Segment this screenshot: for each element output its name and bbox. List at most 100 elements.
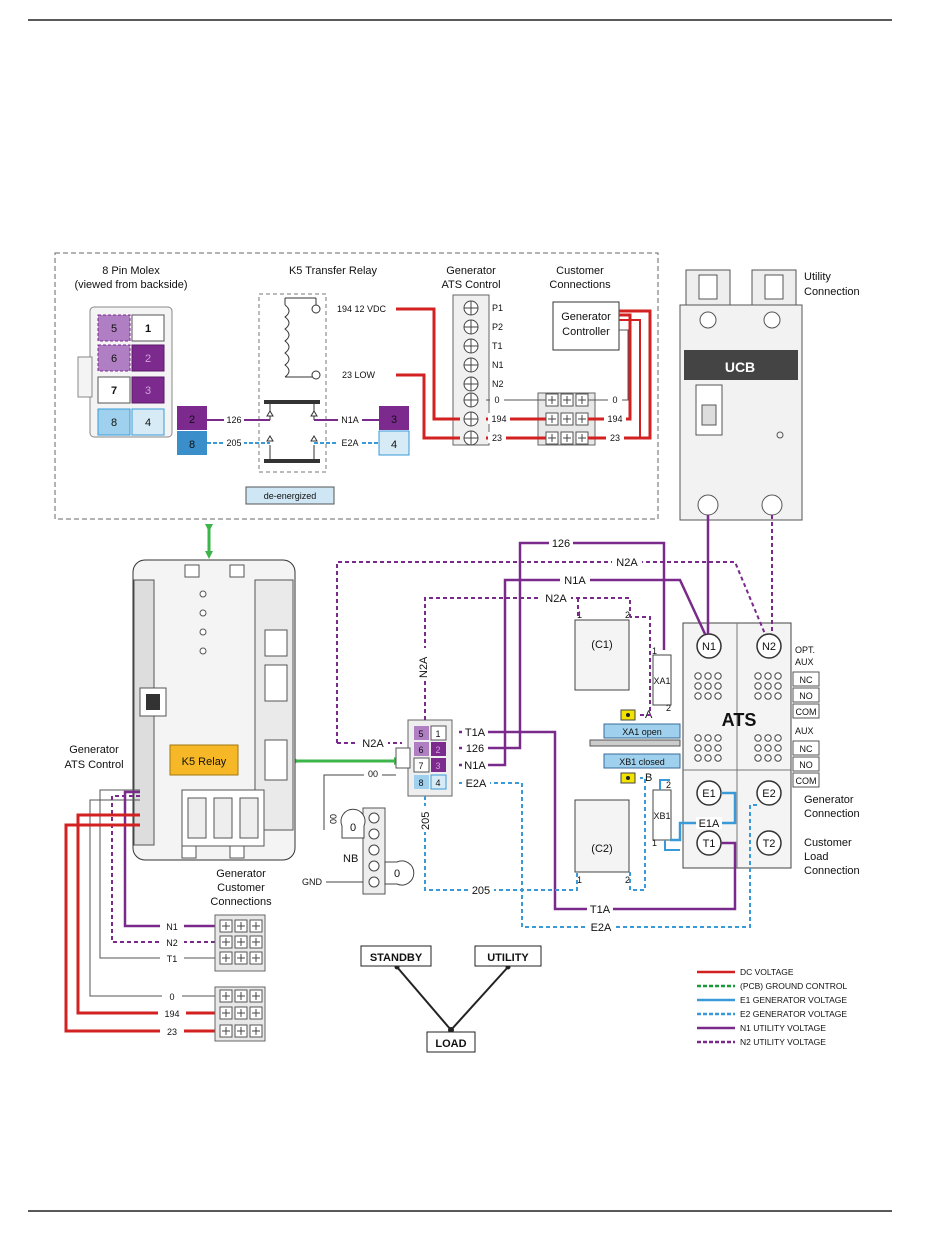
k5-pin: 4	[391, 439, 397, 451]
aux-nc: NC	[800, 675, 813, 685]
controller-board: K5 Relay Generator ATS Control Generator…	[64, 559, 296, 908]
aux-com: COM	[796, 707, 817, 717]
xa1-state: XA1 open	[622, 727, 662, 737]
terminal-label: T1	[492, 341, 503, 351]
wire-label-e1a: E1A	[699, 818, 720, 830]
xa1-label: XA1	[653, 676, 670, 686]
load-connection-label: Load	[804, 851, 828, 863]
ats-terminal-e1: E1	[702, 788, 715, 800]
legend-label: (PCB) GROUND CONTROL	[740, 981, 847, 991]
switch-b-label: B	[645, 772, 652, 784]
board-ats-label: ATS Control	[64, 759, 123, 771]
terminal-wire-labels: 0 194 23 0 194 23	[488, 394, 626, 443]
power-wire-labels: 126 N2A N1A N2A N2A N2A T1A 126 N1A E2A …	[358, 537, 722, 934]
wire-label-23: 23	[492, 433, 502, 443]
ats-terminal-n1: N1	[702, 641, 716, 653]
gnd-label: GND	[302, 877, 323, 887]
contact-pin: 1	[577, 875, 582, 885]
wire-label-194: 194	[607, 414, 622, 424]
wire-label-e2a: E2A	[591, 922, 612, 934]
xb1-state: XB1 closed	[619, 757, 665, 767]
wire-label-n1a: N1A	[564, 575, 586, 587]
ats-terminal-e2: E2	[762, 788, 775, 800]
customer-connections-top: Customer Connections Generator Controlle…	[537, 265, 620, 446]
wire-label-n2a: N2A	[418, 656, 430, 678]
opt-aux-label: AUX	[795, 657, 814, 667]
contact-pin: 1	[577, 610, 582, 620]
k5-pin: 2	[189, 414, 195, 426]
nb-hole: 0	[394, 868, 400, 880]
ucb-label: UCB	[725, 359, 755, 375]
load-connection-label: Connection	[804, 865, 860, 877]
c2-label: (C2)	[591, 843, 612, 855]
terminal-label: 0	[169, 992, 174, 1002]
ats-control-title: Generator	[446, 265, 496, 277]
ats-label: ATS	[722, 710, 757, 730]
wire-label-e2a: E2A	[341, 438, 358, 448]
board-customer-label: Customer	[217, 882, 265, 894]
c1-label: (C1)	[591, 639, 612, 651]
coil-top-label: 194 12 VDC	[337, 304, 387, 314]
wire-legend: DC VOLTAGE (PCB) GROUND CONTROL E1 GENERAT…	[697, 967, 847, 1047]
terminal-label: N1	[492, 360, 504, 370]
legend-label: DC VOLTAGE	[740, 967, 794, 977]
aux-nc: NC	[800, 744, 813, 754]
molex-pin: 8	[418, 778, 423, 788]
molex-pin: 5	[418, 729, 423, 739]
molex-pin: 1	[145, 323, 151, 335]
customer-title: Customer	[556, 265, 604, 277]
standby-label: STANDBY	[370, 952, 423, 964]
terminal-label: P1	[492, 303, 503, 313]
molex-pin: 6	[418, 745, 423, 755]
bottom-terminal-blocks: N1 N2 T1 0 194 23	[158, 914, 266, 1042]
utility-switch-label: UTILITY	[487, 952, 529, 964]
molex-pin: 1	[435, 729, 440, 739]
k5-title: K5 Transfer Relay	[289, 265, 378, 277]
wire-label-194: 194	[491, 414, 506, 424]
detail-box	[54, 252, 659, 520]
molex-pin: 2	[435, 745, 440, 755]
neutral-block: 0 0 NB GND 00 00	[302, 768, 415, 895]
wire-label-n2a: N2A	[616, 557, 638, 569]
ats-module: N1 N2 E1 E2 T1 T2 ATS OPT. AUX NC NO COM…	[682, 622, 860, 877]
terminal-label: T1	[167, 954, 178, 964]
wire-label-00: 00	[328, 814, 338, 824]
board-customer-label: Connections	[210, 896, 272, 908]
wire-label-23: 23	[610, 433, 620, 443]
contactor: (C1) (C2) XA1 open XB1 closed A B XA1 XB…	[574, 610, 681, 885]
nb-label: NB	[343, 853, 358, 865]
power-wires	[336, 515, 773, 928]
molex-connector: 8 Pin Molex (viewed from backside) 5 1 6…	[74, 265, 188, 438]
terminal-label: N2	[166, 938, 178, 948]
legend-label: E2 GENERATOR VOLTAGE	[740, 1009, 847, 1019]
terminal-label: N2	[492, 379, 504, 389]
aux-no: NO	[799, 691, 813, 701]
ats-control-subtitle: ATS Control	[441, 279, 500, 291]
utility-label: Utility	[804, 271, 831, 283]
k5-transfer-relay: K5 Transfer Relay 194 12 VDC 23 LOW 2 8 …	[177, 265, 410, 505]
legend-label: N1 UTILITY VOLTAGE	[740, 1023, 826, 1033]
wire-label-t1a: T1A	[465, 727, 486, 739]
molex-pin: 5	[111, 323, 117, 335]
board-customer-label: Generator	[216, 868, 266, 880]
utility-label: Connection	[804, 286, 860, 298]
load-connection-label: Customer	[804, 837, 852, 849]
wire-label-0: 0	[494, 395, 499, 405]
contact-pin: 2	[625, 875, 630, 885]
wire-label-n1a: N1A	[341, 415, 359, 425]
nb-hole: 0	[350, 822, 356, 834]
controller-label: Generator	[561, 311, 611, 323]
relay-state-badge: de-energized	[264, 491, 317, 501]
contact-pin: 2	[625, 610, 630, 620]
wire-label-126: 126	[466, 743, 484, 755]
legend-label: E1 GENERATOR VOLTAGE	[740, 995, 847, 1005]
molex-pin: 3	[435, 761, 440, 771]
k5-pin: 8	[189, 439, 195, 451]
k5-relay-label: K5 Relay	[182, 756, 227, 768]
molex-title: 8 Pin Molex	[102, 265, 160, 277]
terminal-label: 194	[164, 1009, 179, 1019]
wire-label-t1a: T1A	[590, 904, 611, 916]
wire-label-205: 205	[420, 812, 432, 830]
gen-connection-label: Connection	[804, 808, 860, 820]
